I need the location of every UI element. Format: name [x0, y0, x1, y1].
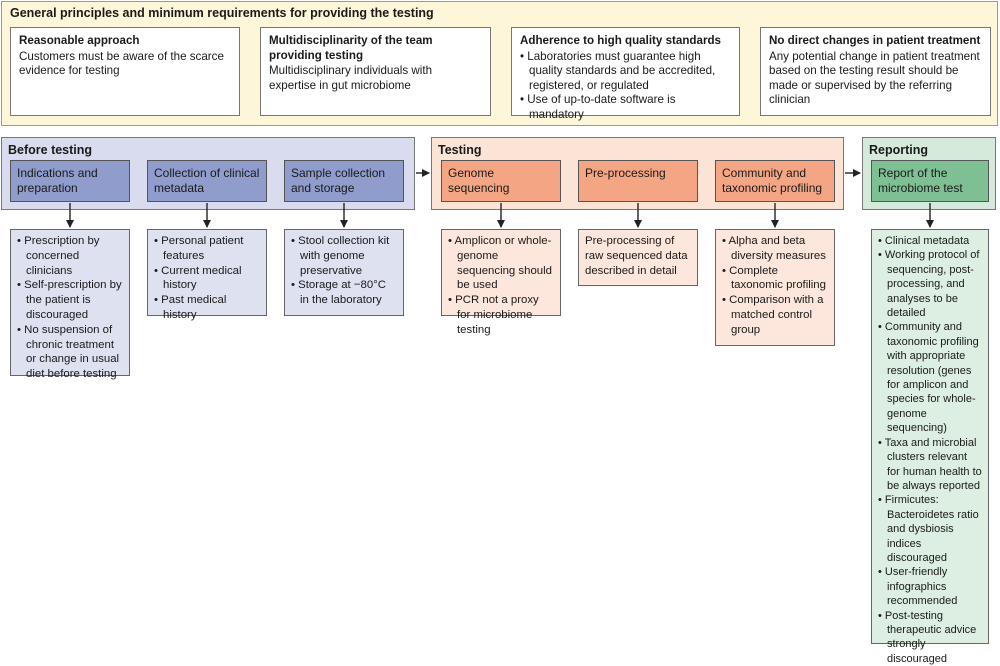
details-genome-sequencing: • Amplicon or whole-genome sequencing sh… — [441, 229, 561, 336]
principle-title: Multidisciplinarity of the team providin… — [269, 34, 433, 62]
principle-text: Multidisciplinary individuals with exper… — [269, 64, 433, 92]
detail-item: • Alpha and beta diversity measures — [722, 235, 826, 262]
stage-title: Reporting — [869, 143, 929, 157]
detail-item: • Current medical history — [154, 264, 242, 292]
detail-item: • Amplicon or whole-genome sequencing sh… — [448, 235, 552, 292]
details-report: • Clinical metadata • Working protocol o… — [871, 229, 989, 665]
step-genome-sequencing: Genome sequencing — [441, 160, 561, 202]
detail-item: • No suspension of chronic treatment or … — [17, 323, 120, 381]
detail-item: • Taxa and microbial clusters relevant f… — [878, 436, 982, 492]
detail-item: • Storage at −80°C in the laboratory — [291, 279, 386, 307]
detail-item: • Clinical metadata — [878, 235, 970, 247]
principle-card-multidisciplinarity: Multidisciplinarity of the team providin… — [260, 27, 491, 116]
detail-item: • Community and taxonomic profiling with… — [878, 321, 979, 435]
principle-card-quality-standards: Adherence to high quality standards • La… — [511, 27, 740, 121]
principle-text: Any potential change in patient treatmen… — [769, 49, 980, 107]
detail-item: • Stool collection kit with genome prese… — [291, 235, 390, 277]
step-profiling: Community and taxonomic profiling — [715, 160, 835, 202]
principle-bullet: • Laboratories must guarantee high quali… — [520, 49, 716, 92]
details-pre-processing: Pre-processing of raw sequenced data des… — [578, 229, 698, 286]
detail-item: • Prescription by concerned clinicians — [17, 235, 100, 277]
details-profiling: • Alpha and beta diversity measures • Co… — [715, 229, 835, 346]
step-pre-processing: Pre-processing — [578, 160, 698, 202]
principle-title: Adherence to high quality standards — [520, 34, 721, 47]
principle-bullets: • Laboratories must guarantee high quali… — [520, 50, 731, 123]
details-indications: • Prescription by concerned clinicians •… — [10, 229, 130, 380]
principle-text: Customers must be aware of the scarce ev… — [19, 49, 224, 78]
stage-title: Before testing — [8, 143, 93, 157]
step-report: Report of the microbiome test — [871, 160, 989, 202]
step-clinical-metadata: Collection of clinical metadata — [147, 160, 267, 202]
stage-title: Testing — [438, 143, 482, 157]
detail-item: • Firmicutes: Bacteroidetes ratio and dy… — [878, 494, 979, 564]
principle-card-reasonable-approach: Reasonable approach Customers must be aw… — [10, 27, 240, 116]
details-sample-collection: • Stool collection kit with genome prese… — [284, 229, 404, 316]
detail-item: • PCR not a proxy for microbiome testing — [448, 294, 539, 336]
detail-item: • Working protocol of sequencing, post-p… — [878, 249, 980, 320]
detail-item: • Comparison with a matched control grou… — [722, 294, 824, 336]
principle-title: No direct changes in patient treatment — [769, 34, 981, 47]
detail-item: • Past medical history — [154, 294, 227, 321]
detail-item: • User-friendly infographics recommended — [878, 566, 958, 608]
step-indications: Indications and preparation — [10, 160, 130, 202]
detail-item: • Post-testing therapeutic advice strong… — [878, 609, 977, 665]
detail-item: • Personal patient features — [154, 235, 244, 262]
details-clinical-metadata: • Personal patient features • Current me… — [147, 229, 267, 321]
step-sample-collection: Sample collection and storage — [284, 160, 404, 202]
principle-title: Reasonable approach — [19, 34, 140, 47]
principles-title: General principles and minimum requireme… — [10, 6, 434, 20]
principle-card-no-treatment-changes: No direct changes in patient treatment A… — [760, 27, 991, 116]
detail-item: • Self-prescription by the patient is di… — [17, 279, 122, 321]
principle-bullet: • Use of up-to-date software is mandator… — [520, 93, 676, 121]
detail-item: • Complete taxonomic profiling — [722, 264, 826, 292]
